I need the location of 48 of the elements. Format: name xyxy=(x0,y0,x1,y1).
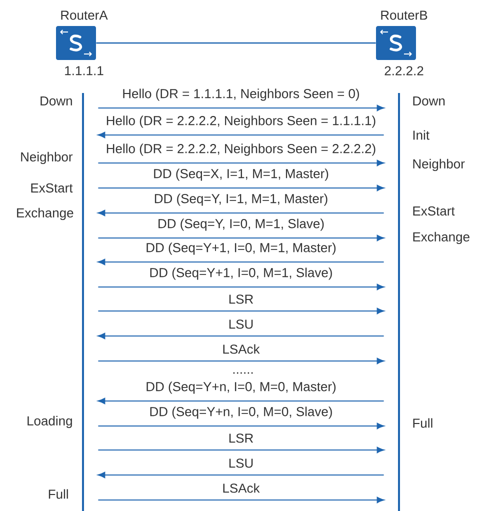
router-name: RouterB xyxy=(381,10,428,20)
ip-address: 2.2.2.2 xyxy=(384,66,424,76)
message-label: LSR xyxy=(229,434,254,443)
message-arrow xyxy=(98,210,384,216)
message-label: LSAck xyxy=(223,344,260,354)
message-label: LSU xyxy=(229,458,253,468)
message-label: Hello (DR = 2.2.2.2, Neighbors Seen = 1.1.1.1) xyxy=(106,116,376,128)
state-label: Init xyxy=(413,130,430,140)
message-label: LSR xyxy=(229,294,254,304)
message-arrow xyxy=(98,496,384,504)
message-label: DD (Seq=Y+n, I=0, M=0, Slave) xyxy=(150,406,332,419)
message-arrow xyxy=(98,160,384,166)
message-label: LSAck xyxy=(223,483,260,493)
state-label: Full xyxy=(48,489,68,499)
message-arrow xyxy=(98,234,384,242)
message-label: Hello (DR = 2.2.2.2, Neighbors Seen = 2.2.2.2) xyxy=(106,144,376,156)
lifeline xyxy=(82,93,84,511)
state-label: Full xyxy=(413,418,432,428)
state-label: ExStart xyxy=(413,206,455,216)
message-label: DD (Seq=Y+1, I=0, M=1, Slave) xyxy=(150,268,332,280)
message-label: DD (Seq=Y+n, I=0, M=0, Master) xyxy=(146,382,336,394)
message-arrow xyxy=(98,132,384,138)
message-label: DD (Seq=Y+1, I=0, M=1, Master) xyxy=(146,242,336,255)
ellipsis-text: ...... xyxy=(233,372,253,374)
message-label: DD (Seq=Y, I=0, M=1, Slave) xyxy=(158,218,324,231)
message-arrow xyxy=(98,284,384,290)
message-arrow xyxy=(98,308,384,314)
message-label: DD (Seq=X, I=1, M=1, Master) xyxy=(154,168,328,181)
state-label: Exchange xyxy=(413,232,470,244)
ip-address: 1.1.1.1 xyxy=(65,66,104,76)
message-arrow xyxy=(98,472,384,478)
state-label: Down xyxy=(413,96,445,106)
message-arrow xyxy=(98,104,384,112)
state-label: Down xyxy=(40,96,72,106)
message-arrow xyxy=(98,332,384,340)
message-arrow xyxy=(98,358,384,364)
message-arrow xyxy=(98,258,384,266)
message-arrow xyxy=(98,184,384,192)
message-label: Hello (DR = 1.1.1.1, Neighbors Seen = 0) xyxy=(123,88,360,101)
message-arrow xyxy=(98,446,384,454)
router-name: RouterA xyxy=(61,10,108,20)
message-label: LSU xyxy=(229,320,253,329)
message-arrow xyxy=(98,422,384,430)
message-label: DD (Seq=Y, I=1, M=1, Master) xyxy=(154,194,328,206)
lifeline xyxy=(398,93,400,511)
state-label: Neighbor xyxy=(413,158,465,172)
message-arrow xyxy=(98,398,384,404)
link-line xyxy=(96,42,376,44)
